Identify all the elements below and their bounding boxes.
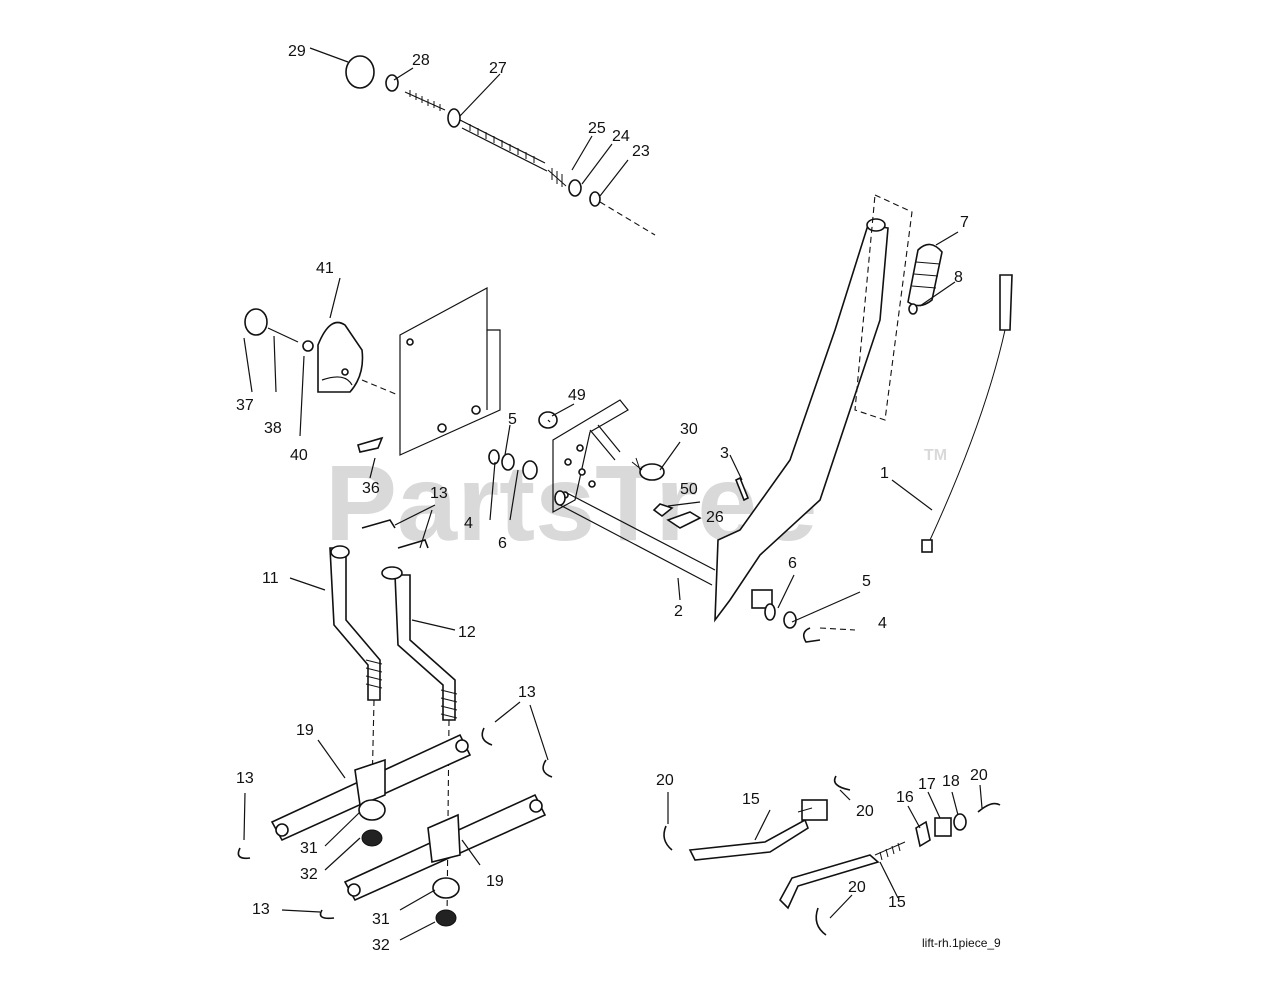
callout-17: 17 xyxy=(918,776,936,793)
bracket-assembly xyxy=(243,277,501,479)
lift-arms xyxy=(237,701,553,941)
rods-assembly xyxy=(663,775,1001,936)
callout-31-lower: 31 xyxy=(372,911,390,928)
callout-6-upper: 6 xyxy=(498,535,507,552)
callout-50: 50 xyxy=(680,481,698,498)
callout-15-lower: 15 xyxy=(888,894,906,911)
callout-13-mid: 13 xyxy=(518,684,536,701)
lift-shaft-assembly xyxy=(488,399,750,601)
lift-lever xyxy=(714,194,1013,643)
callout-11: 11 xyxy=(262,570,279,587)
callout-27: 27 xyxy=(489,60,507,77)
callout-13-lower: 13 xyxy=(252,901,270,918)
callout-23: 23 xyxy=(632,143,650,160)
callout-31-upper: 31 xyxy=(300,840,318,857)
callout-38: 38 xyxy=(264,420,282,437)
callout-7: 7 xyxy=(960,214,969,231)
callout-20-lower: 20 xyxy=(848,879,866,896)
callout-25: 25 xyxy=(588,120,606,137)
watermark-tm: TM xyxy=(924,447,947,464)
callout-8: 8 xyxy=(954,269,963,286)
callout-32-lower: 32 xyxy=(372,937,390,954)
callout-12: 12 xyxy=(458,624,476,641)
callout-18: 18 xyxy=(942,773,960,790)
callout-20-right: 20 xyxy=(970,767,988,784)
callout-13-left: 13 xyxy=(236,770,254,787)
diagram-caption: lift-rh.1piece_9 xyxy=(922,936,1001,950)
callout-30: 30 xyxy=(680,421,698,438)
lift-links xyxy=(289,504,458,921)
callout-20-left: 20 xyxy=(656,772,674,789)
callout-28: 28 xyxy=(412,52,430,69)
callout-40: 40 xyxy=(290,447,308,464)
callout-41: 41 xyxy=(316,260,334,277)
callout-32-upper: 32 xyxy=(300,866,318,883)
callout-37: 37 xyxy=(236,397,254,414)
callout-4-upper: 4 xyxy=(464,515,473,532)
callout-labels: 29 28 27 25 24 23 41 7 8 37 38 40 49 5 3… xyxy=(236,43,988,954)
callout-6-right: 6 xyxy=(788,555,797,572)
callout-3: 3 xyxy=(720,445,729,462)
callout-49: 49 xyxy=(568,387,586,404)
knob-assembly xyxy=(309,47,656,236)
callout-5-right: 5 xyxy=(862,573,871,590)
callout-1: 1 xyxy=(880,465,889,482)
callout-5-upper: 5 xyxy=(508,411,517,428)
callout-2: 2 xyxy=(674,603,683,620)
callout-13-upper: 13 xyxy=(430,485,448,502)
callout-16: 16 xyxy=(896,789,914,806)
callout-4-right: 4 xyxy=(878,615,887,632)
callout-19-upper: 19 xyxy=(296,722,314,739)
callout-20-mid: 20 xyxy=(856,803,874,820)
callout-24: 24 xyxy=(612,128,630,145)
callout-29: 29 xyxy=(288,43,306,60)
callout-19-lower: 19 xyxy=(486,873,504,890)
callout-36: 36 xyxy=(362,480,380,497)
callout-15-upper: 15 xyxy=(742,791,760,808)
callout-26: 26 xyxy=(706,509,724,526)
